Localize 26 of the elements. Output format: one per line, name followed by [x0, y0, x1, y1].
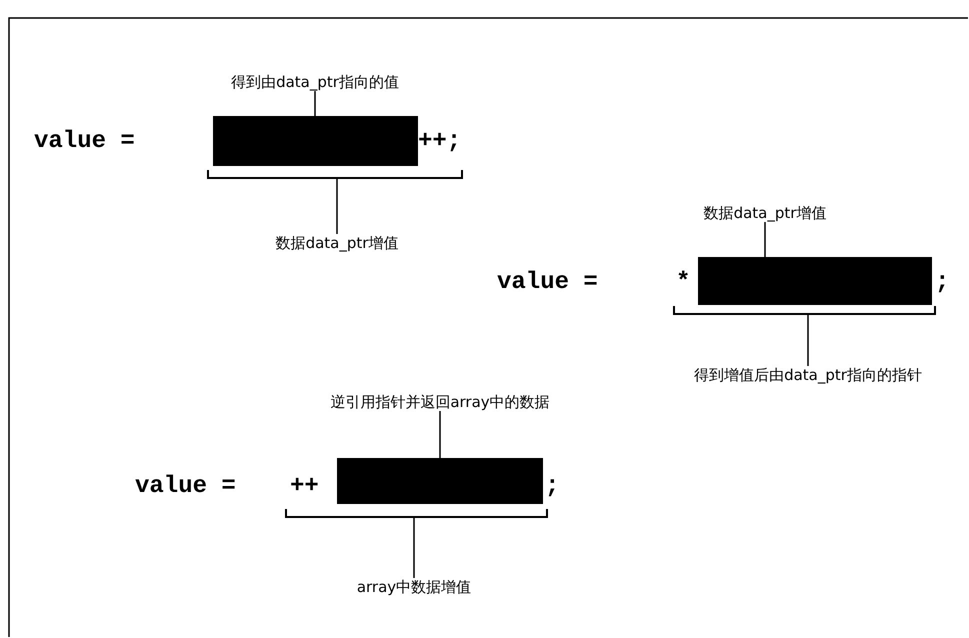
bracket: [673, 306, 936, 315]
callout-text: 数据data_ptr增值: [704, 204, 826, 222]
code-text: ;: [545, 473, 560, 501]
code-text: value =: [34, 128, 135, 156]
redacted-bar: [337, 458, 543, 504]
code-text: value =: [497, 269, 598, 297]
callout-text: 数据data_ptr增值: [276, 234, 398, 252]
callout-text: array中数据增值: [356, 578, 472, 596]
callout-text: 得到由data_ptr指向的值: [231, 73, 399, 91]
bracket: [207, 170, 463, 179]
leader-line: [336, 179, 338, 234]
code-text: ;: [935, 269, 950, 297]
callout-text: 得到增值后由data_ptr指向的指针: [694, 366, 922, 384]
bracket: [285, 509, 548, 518]
leader-line: [807, 315, 809, 366]
code-text: value =: [135, 473, 236, 501]
code-text: *: [676, 269, 690, 297]
code-text: ++: [290, 473, 319, 501]
redacted-bar: [213, 116, 418, 166]
redacted-bar: [698, 257, 932, 305]
leader-line: [314, 91, 316, 116]
leader-line: [764, 222, 766, 257]
callout-text: 逆引用指针并返回array中的数据: [330, 393, 550, 411]
leader-line: [439, 411, 441, 458]
leader-line: [413, 518, 415, 578]
code-text: ++;: [418, 128, 462, 156]
